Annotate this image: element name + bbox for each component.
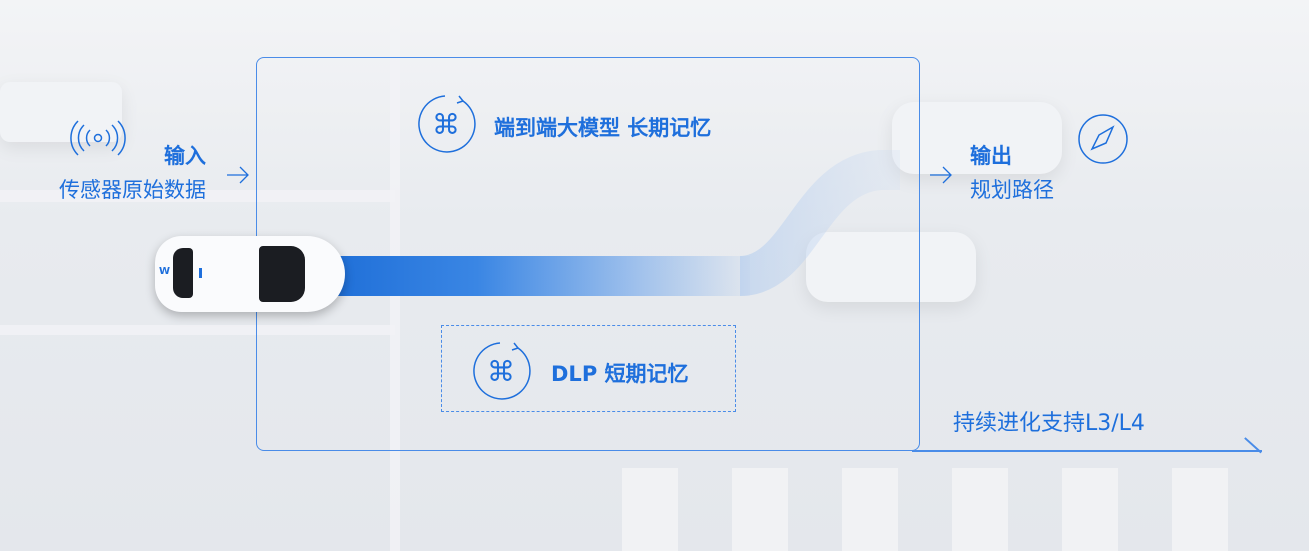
input-title: 输入 — [164, 144, 206, 168]
trajectory-path — [330, 256, 750, 296]
ghost-car — [0, 82, 122, 142]
road-marking — [0, 190, 395, 202]
crosswalk-stripe — [622, 468, 678, 551]
crosswalk-stripe — [1062, 468, 1118, 551]
short-term-label: DLP 短期记忆 — [551, 362, 689, 386]
short-term-box — [441, 325, 736, 412]
compass-icon — [1078, 114, 1128, 164]
svg-text:⌘: ⌘ — [432, 108, 460, 141]
svg-text:⌘: ⌘ — [487, 355, 515, 388]
road-marking — [0, 325, 395, 335]
command-loop-icon: ⌘ — [473, 342, 531, 400]
ghost-car — [806, 232, 976, 302]
input-subtitle: 传感器原始数据 — [59, 178, 206, 202]
evolution-caption: 持续进化支持L3/L4 — [953, 411, 1145, 436]
output-title: 输出 — [970, 144, 1012, 168]
arrow-right-icon — [930, 166, 952, 184]
baseline — [912, 450, 1262, 452]
crosswalk-stripe — [952, 468, 1008, 551]
crosswalk-stripe — [732, 468, 788, 551]
crosswalk-stripe — [842, 468, 898, 551]
long-term-label: 端到端大模型 长期记忆 — [494, 116, 712, 140]
signal-icon — [70, 120, 126, 156]
arrow-right-icon — [227, 166, 249, 184]
car: W — [155, 236, 345, 312]
command-loop-icon: ⌘ — [418, 95, 476, 153]
output-subtitle: 规划路径 — [970, 178, 1054, 202]
crosswalk-stripe — [1172, 468, 1228, 551]
ghost-car — [892, 102, 1062, 174]
